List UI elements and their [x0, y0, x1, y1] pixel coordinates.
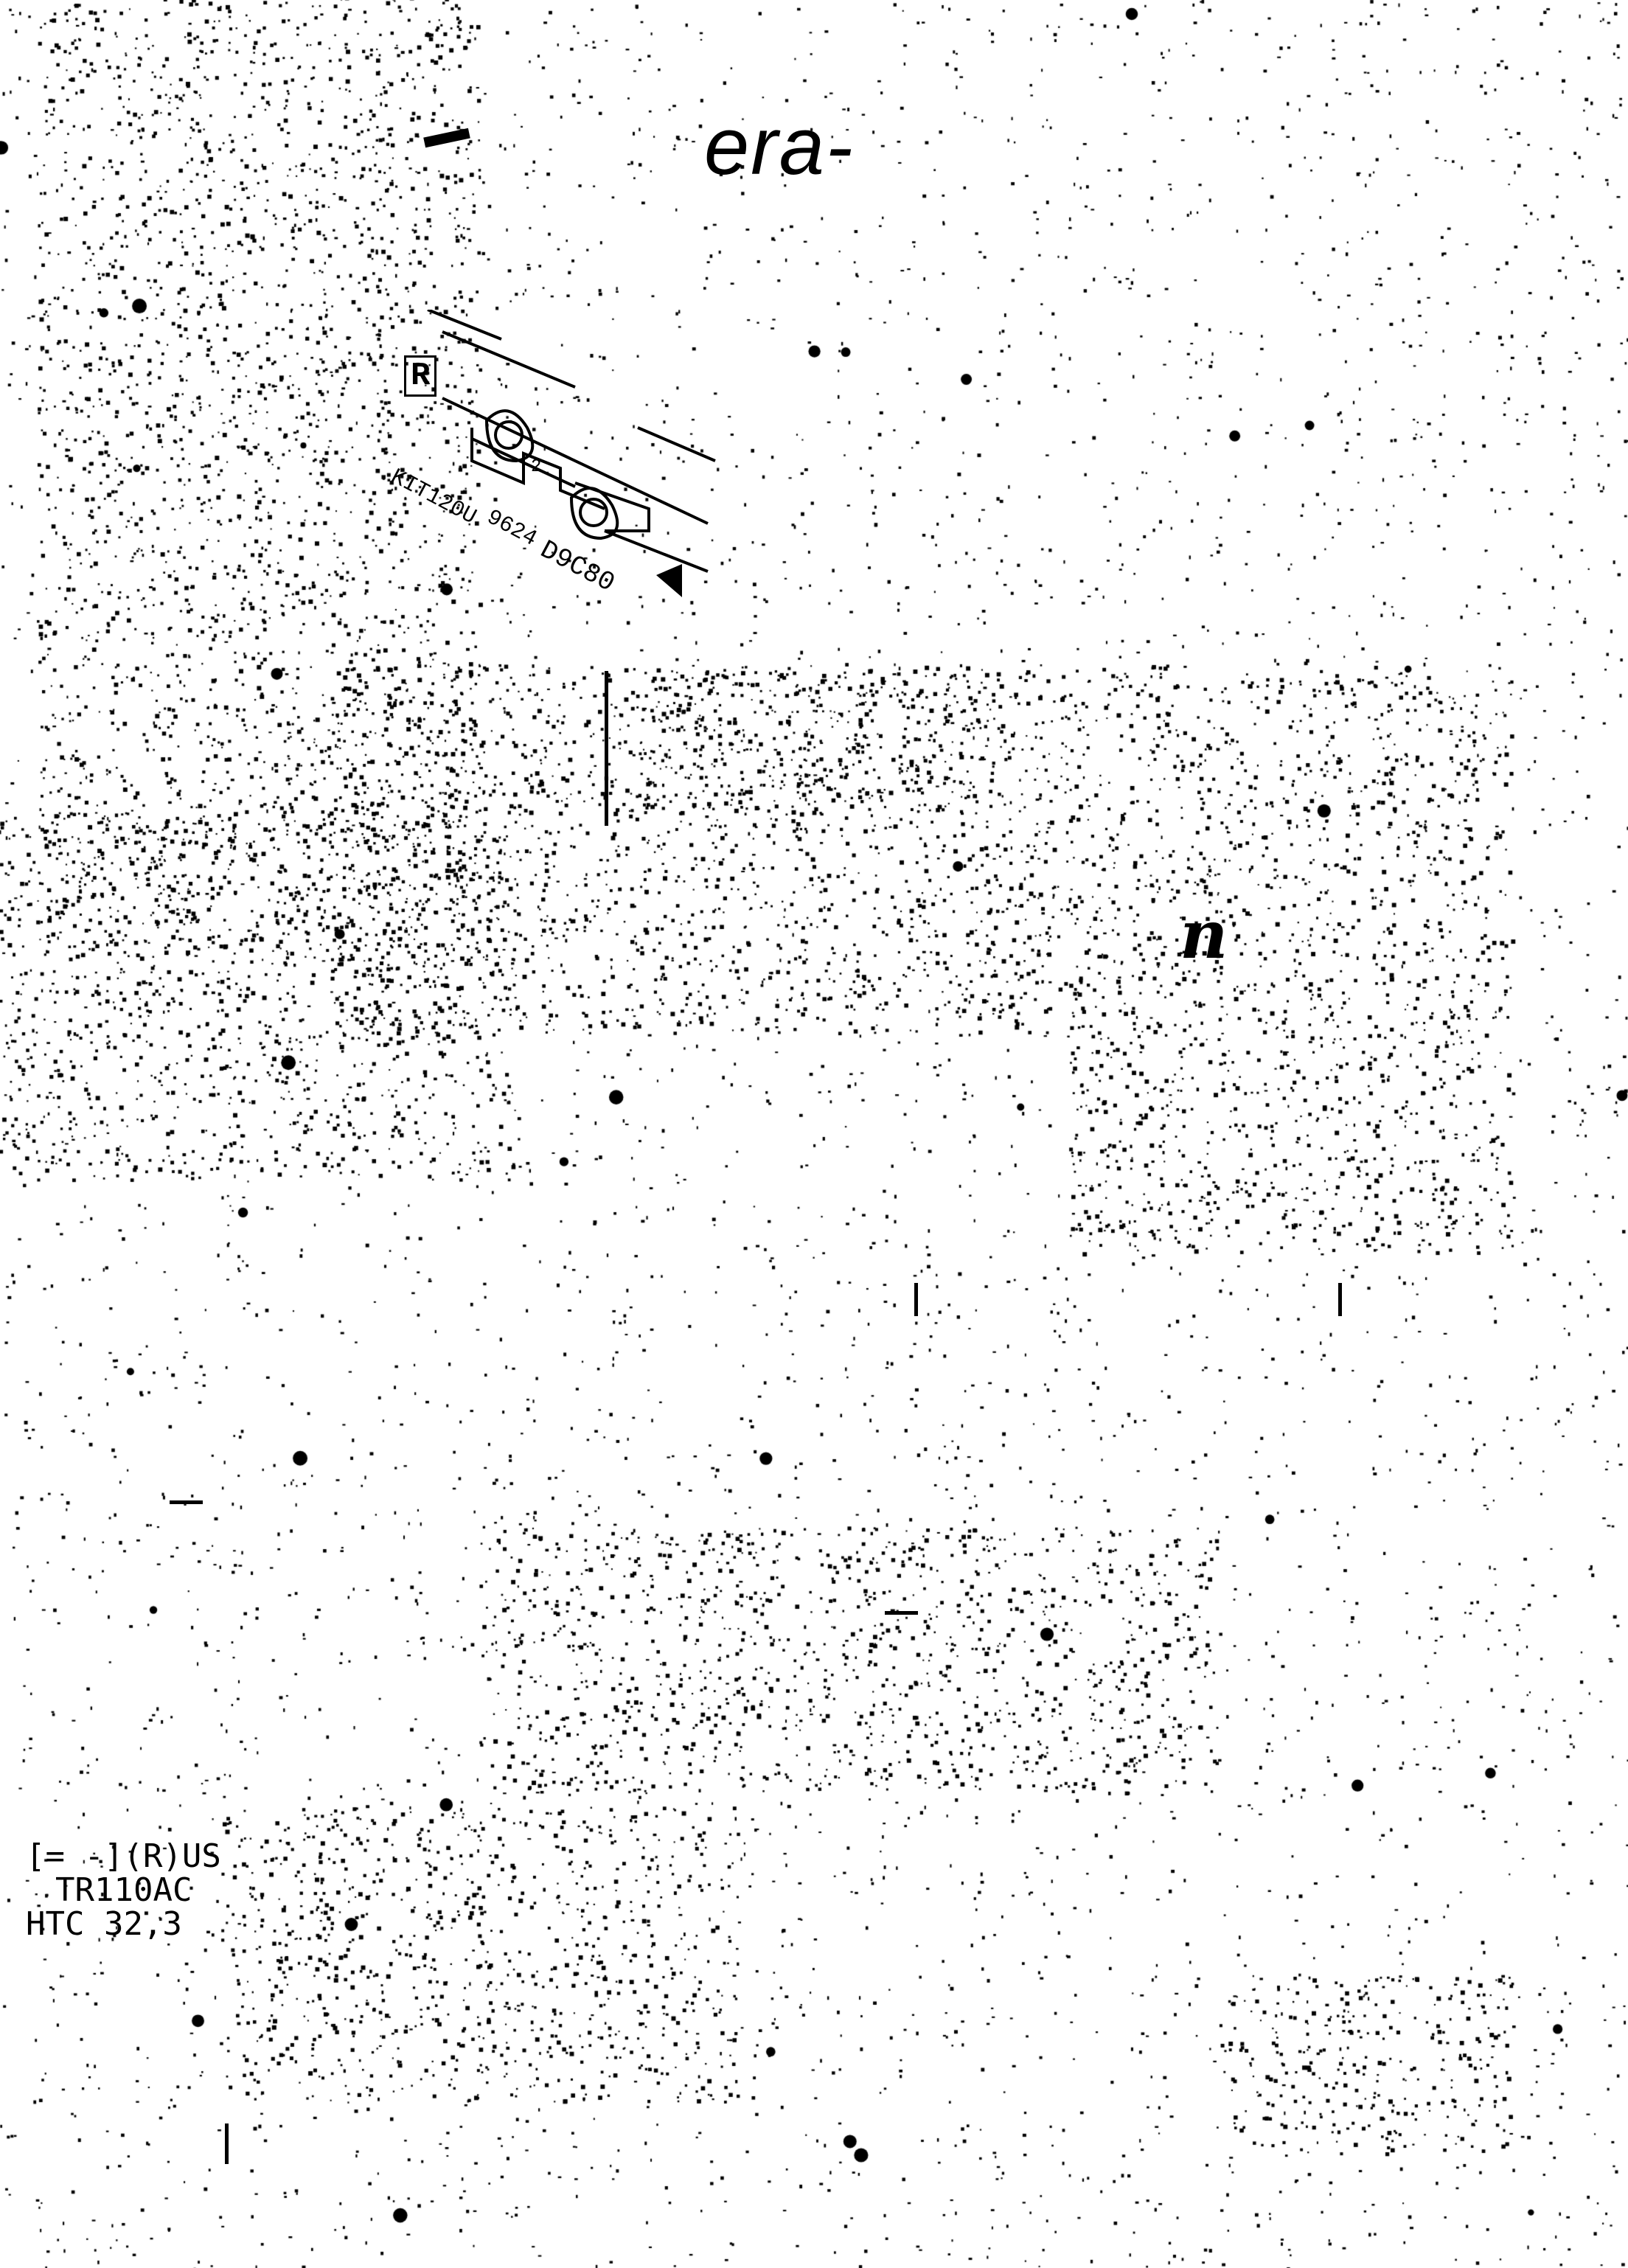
tick-mark	[1338, 1283, 1342, 1316]
part-label-line2: TR110AC	[55, 1871, 192, 1909]
part-label-line1: [= -](R)US	[26, 1837, 221, 1875]
part-label: [= -](R)US TR110AC HTC 32,3	[26, 1840, 221, 1941]
component-logo: R	[404, 355, 437, 397]
pin-label: 2	[531, 457, 542, 477]
tick-mark	[885, 1611, 918, 1615]
pin1-arrow-icon	[656, 564, 682, 597]
handwritten-mark: n	[1180, 896, 1228, 974]
header-fragment: era-	[704, 101, 855, 192]
tick-mark	[170, 1500, 203, 1504]
transistor-package-diagram	[427, 308, 716, 597]
tick-mark	[225, 2123, 229, 2164]
part-label-line3: HTC 32,3	[26, 1905, 182, 1943]
tick-mark	[914, 1283, 918, 1316]
leader-line	[605, 671, 608, 826]
component-drawing: R KIT120U 9624 D9C80 2	[383, 308, 737, 619]
